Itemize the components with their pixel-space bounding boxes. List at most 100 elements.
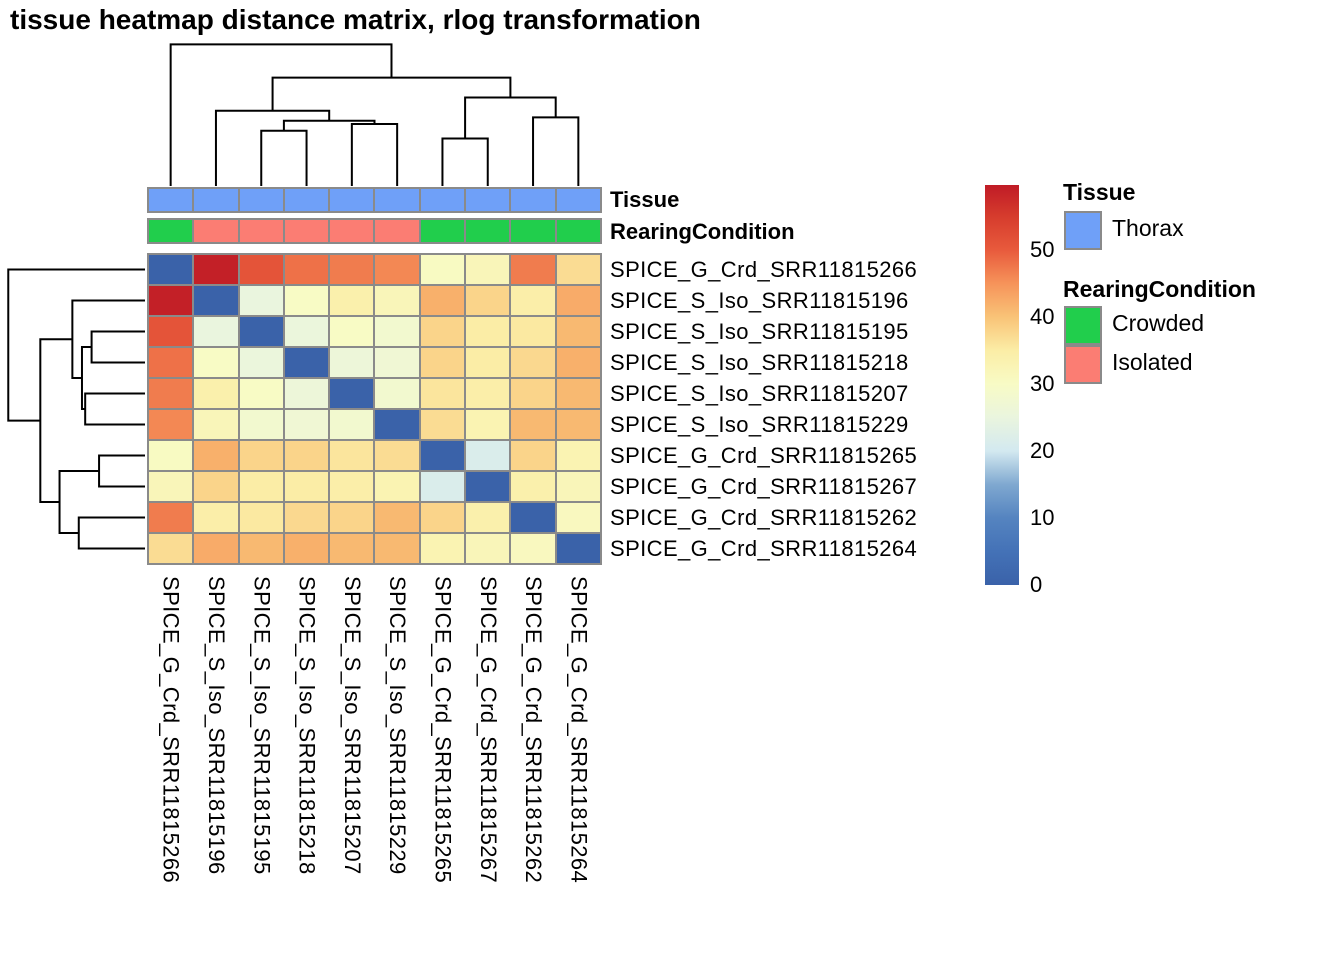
heatmap-cell	[330, 410, 374, 439]
column-label: SPICE_G_Crd_SRR11815267	[475, 576, 501, 884]
heatmap-cell	[239, 255, 283, 284]
heatmap-cell	[375, 410, 419, 439]
heatmap-cell	[420, 348, 465, 377]
column-label: SPICE_G_Crd_SRR11815264	[566, 576, 592, 884]
heatmap-cell	[375, 503, 419, 532]
heatmap-cell	[466, 410, 510, 439]
column-label: SPICE_S_Iso_SRR11815196	[203, 576, 229, 875]
annotation-cell	[420, 189, 465, 211]
heatmap-cell	[466, 441, 510, 470]
row-label: SPICE_S_Iso_SRR11815218	[610, 349, 909, 375]
colorbar-tick-label: 30	[1030, 370, 1055, 396]
heatmap-cell	[375, 286, 419, 315]
heatmap-cell	[375, 534, 419, 563]
heatmap-cell	[330, 317, 374, 346]
heatmap-cell	[420, 286, 465, 315]
heatmap-cell	[420, 534, 465, 563]
heatmap-cell	[556, 348, 600, 377]
heatmap-cell	[239, 317, 283, 346]
heatmap-cell	[149, 534, 193, 563]
column-label: SPICE_S_Iso_SRR11815207	[339, 576, 365, 875]
heatmap-cell	[284, 534, 329, 563]
heatmap-cell	[149, 286, 193, 315]
column-dendrogram-branch	[282, 119, 376, 131]
heatmap-cell	[511, 441, 555, 470]
heatmap-cell	[375, 317, 419, 346]
heatmap-cell	[194, 441, 238, 470]
row-label: SPICE_S_Iso_SRR11815207	[610, 380, 909, 406]
row-label: SPICE_S_Iso_SRR11815196	[610, 287, 909, 313]
heatmap-cell	[556, 317, 600, 346]
annotation-cell	[466, 220, 510, 242]
heatmap-cell	[330, 255, 374, 284]
legend-tissue-title: Tissue	[1063, 179, 1136, 205]
legend-label-crowded: Crowded	[1112, 310, 1205, 336]
heatmap-cell	[149, 441, 193, 470]
heatmap-cell	[420, 410, 465, 439]
heatmap-cell	[375, 441, 419, 470]
annotation-cell	[194, 189, 238, 211]
heatmap-cell	[284, 348, 329, 377]
heatmap-grid	[147, 253, 602, 565]
column-dendrogram-branch	[271, 76, 512, 111]
annotation-cell	[466, 189, 510, 211]
annotation-cell	[375, 220, 419, 242]
heatmap-cell	[466, 379, 510, 408]
heatmap-cell	[375, 379, 419, 408]
row-label: SPICE_G_Crd_SRR11815262	[610, 504, 918, 530]
heatmap-cell	[466, 534, 510, 563]
heatmap-cell	[375, 348, 419, 377]
legend-swatch-crowded	[1064, 306, 1102, 345]
row-dendrogram-branch	[84, 392, 145, 426]
column-label: SPICE_G_Crd_SRR11815265	[430, 576, 456, 884]
row-dendrogram-branch	[58, 470, 100, 534]
heatmap-cell	[194, 255, 238, 284]
heatmap-cell	[556, 286, 600, 315]
heatmap-cell	[511, 472, 555, 501]
heatmap-cell	[194, 534, 238, 563]
heatmap-cell	[420, 472, 465, 501]
heatmap-cell	[330, 503, 374, 532]
annotation-cell	[420, 220, 465, 242]
heatmap-cell	[420, 255, 465, 284]
row-label: SPICE_S_Iso_SRR11815195	[610, 318, 909, 344]
heatmap-cell	[149, 410, 193, 439]
heatmap-cell	[556, 472, 600, 501]
heatmap-cell	[239, 286, 283, 315]
heatmap-cell	[556, 534, 600, 563]
row-dendrogram-branch	[7, 268, 145, 422]
row-label: SPICE_G_Crd_SRR11815264	[610, 535, 918, 561]
annotation-cell	[239, 220, 283, 242]
annotation-cell	[330, 220, 374, 242]
colorbar	[985, 185, 1019, 585]
heatmap-cell	[149, 503, 193, 532]
row-dendrogram-branch	[71, 299, 145, 379]
heatmap-cell	[284, 410, 329, 439]
heatmap-cell	[420, 503, 465, 532]
heatmap-cell	[330, 348, 374, 377]
annotation-cell	[284, 189, 329, 211]
heatmap-cell	[511, 317, 555, 346]
heatmap-cell	[239, 472, 283, 501]
heatmap-cell	[420, 379, 465, 408]
heatmap-cell	[556, 410, 600, 439]
heatmap-cell	[194, 286, 238, 315]
heatmap-cell	[420, 441, 465, 470]
heatmap-cell	[149, 348, 193, 377]
tissue-row-label: Tissue	[610, 187, 680, 212]
heatmap-cell	[330, 286, 374, 315]
legend-label-thorax: Thorax	[1112, 215, 1184, 241]
row-dendrogram-branch	[77, 516, 145, 550]
heatmap-cell	[375, 255, 419, 284]
row-label: SPICE_G_Crd_SRR11815267	[610, 473, 918, 499]
legend-rearing-condition-title: RearingCondition	[1063, 276, 1256, 302]
heatmap-cell	[511, 255, 555, 284]
figure-title: tissue heatmap distance matrix, rlog tra…	[10, 4, 701, 35]
column-dendrogram-branch	[214, 109, 331, 186]
column-dendrogram-branch	[532, 116, 580, 186]
row-label: SPICE_G_Crd_SRR11815265	[610, 442, 918, 468]
tissue-annotation-bar	[147, 187, 602, 213]
heatmap-cell	[194, 317, 238, 346]
annotation-cell	[194, 220, 238, 242]
heatmap-cell	[556, 255, 600, 284]
